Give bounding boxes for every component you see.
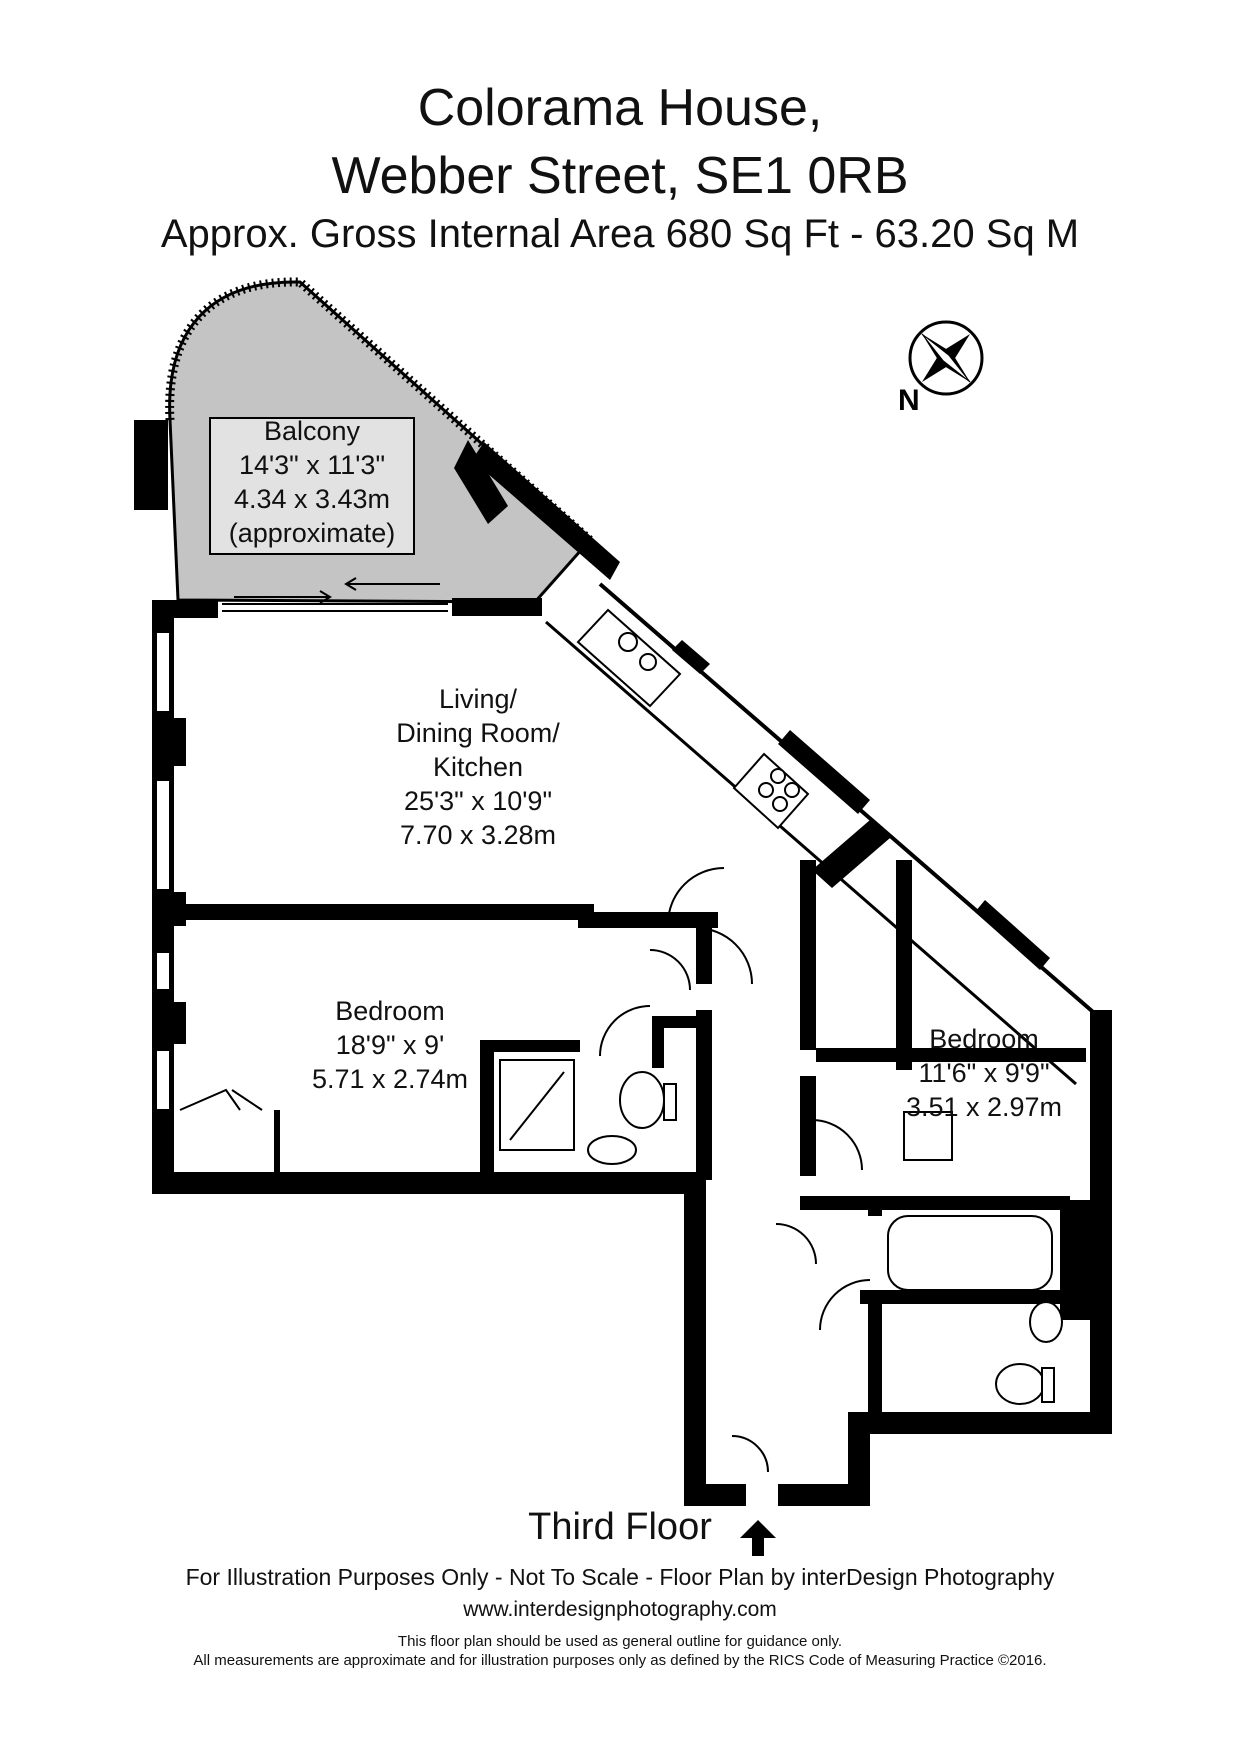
balcony-note: (approximate) [229,518,396,548]
toilet-icon [619,1071,665,1129]
balcony-metric: 4.34 x 3.43m [234,484,390,514]
left-windows [155,631,171,1111]
kitchen-units [576,608,810,830]
property-address: Webber Street, SE1 0RB [331,147,909,205]
balcony-imperial: 14'3" x 11'3" [239,450,385,480]
living-line1: Living/ [439,684,518,714]
wardrobe-2 [903,1111,953,1161]
website-link[interactable]: www.interdesignphotography.com [463,1598,777,1621]
bathroom-fixtures [499,1059,1063,1405]
compass-rose-icon [908,320,984,396]
compass-north-label: N [898,384,920,417]
door-swings [179,867,871,1473]
bedroom1-name: Bedroom [335,996,445,1026]
interior-walls [174,860,1086,1420]
bathtub-icon [887,1215,1053,1291]
floor-name: Third Floor [528,1506,712,1548]
sliding-door [222,577,448,612]
bedroom2-metric: 3.51 x 2.97m [906,1092,1062,1122]
washbasin-icon [587,1135,637,1165]
gross-internal-area: Approx. Gross Internal Area 680 Sq Ft - … [160,212,1080,256]
property-name: Colorama House, [417,79,823,137]
toilet-2-icon [995,1363,1045,1405]
living-line3: Kitchen [433,752,523,782]
balcony-label-box [209,417,415,555]
illustration-disclaimer: For Illustration Purposes Only - Not To … [185,1564,1055,1590]
entrance-arrow-icon [740,1520,776,1556]
hall-junction-wall [812,820,890,888]
living-metric: 7.70 x 3.28m [400,820,556,850]
bedroom2-imperial: 11'6" x 9'9" [918,1058,1049,1088]
measurement-note: All measurements are approximate and for… [193,1652,1047,1669]
diagonal-exterior-wall [454,440,1102,1086]
bedroom1-metric: 5.71 x 2.74m [312,1064,468,1094]
living-imperial: 25'3" x 10'9" [404,786,552,816]
hob-icon [770,768,786,784]
balcony-name: Balcony [264,416,361,446]
bedroom1-imperial: 18'9" x 9' [336,1030,444,1060]
bedroom2-name: Bedroom [929,1024,1039,1054]
guidance-note: This floor plan should be used as genera… [397,1633,843,1650]
washbasin-2-icon [1029,1301,1063,1343]
sink-icon [618,632,638,652]
living-line2: Dining Room/ [396,718,560,748]
